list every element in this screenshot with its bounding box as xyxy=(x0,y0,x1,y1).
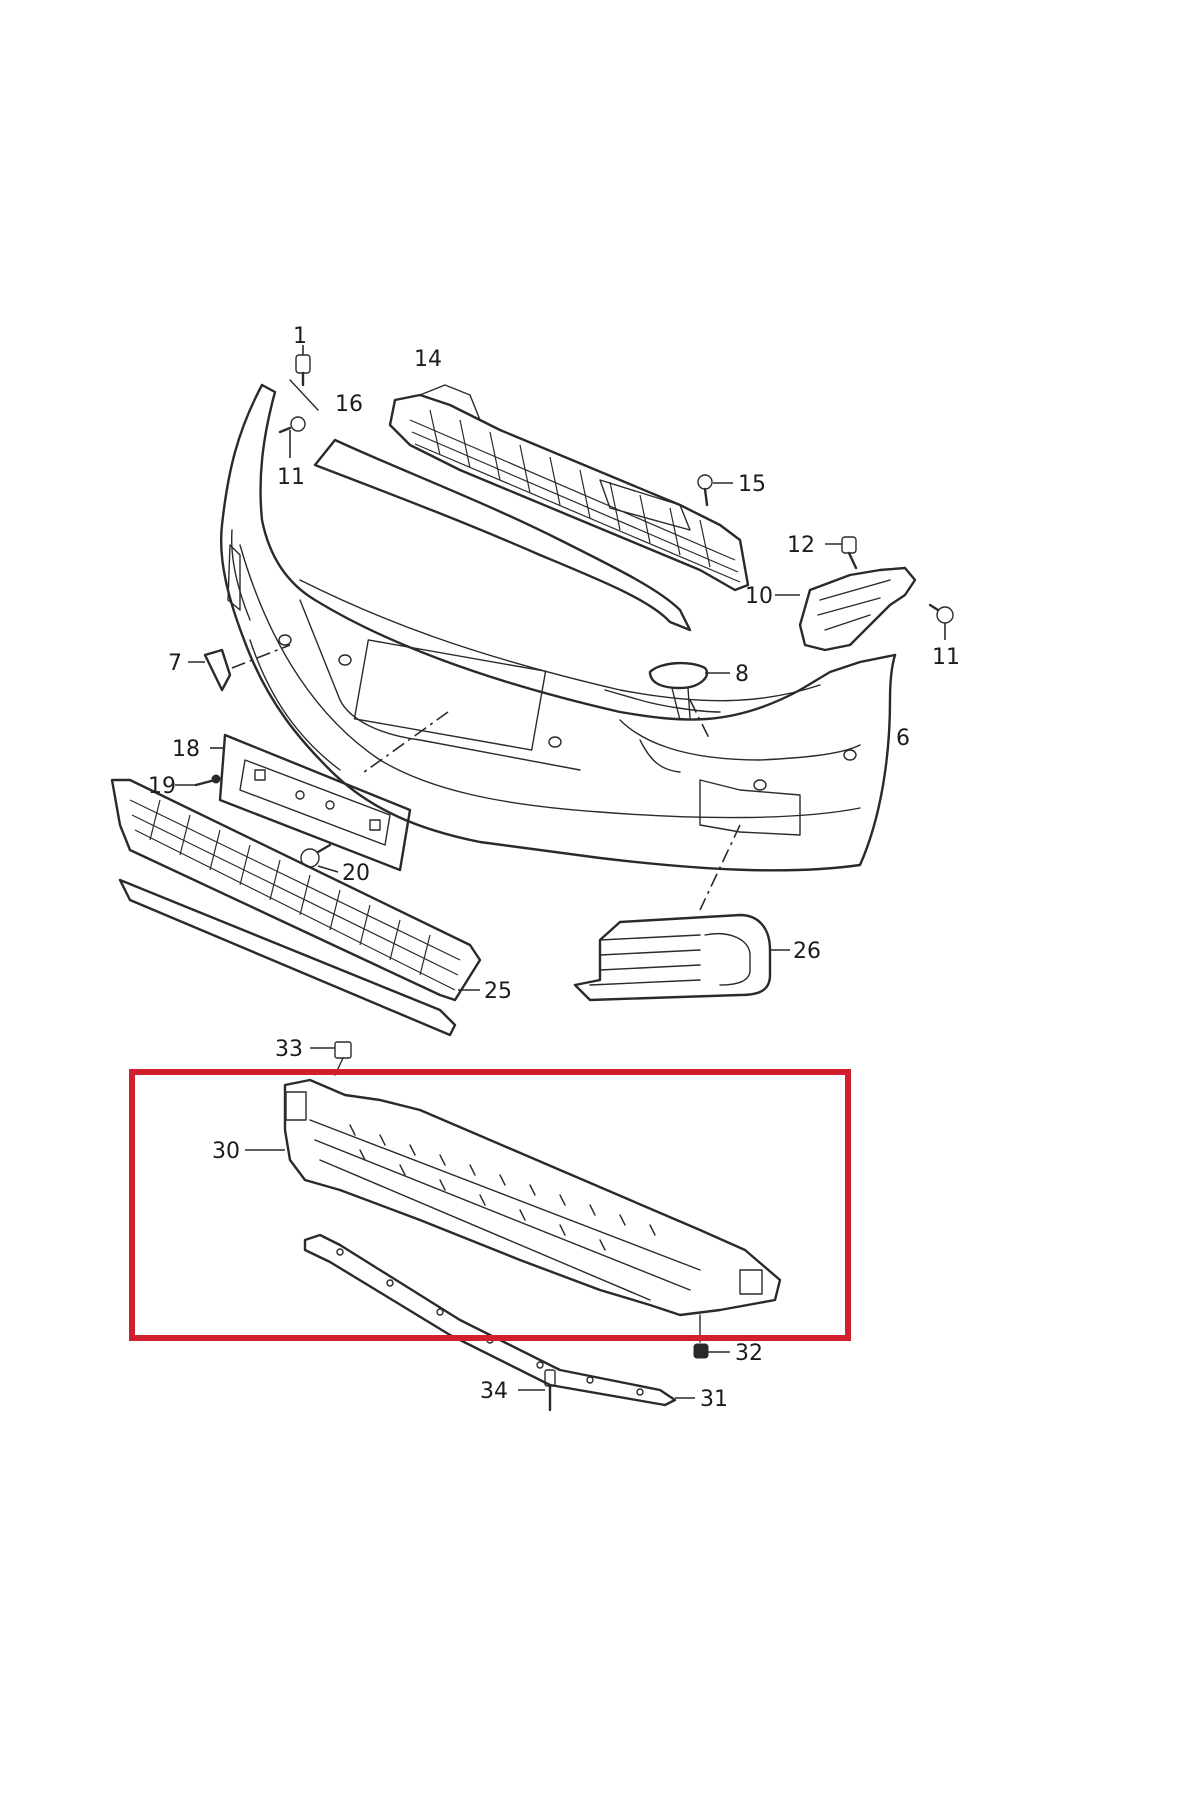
callout-33: 33 xyxy=(275,1037,303,1062)
screw-part-11-left xyxy=(278,416,306,458)
callout-20: 20 xyxy=(342,861,370,886)
bracket-part-10 xyxy=(775,566,917,652)
license-plate-mount-part-18 xyxy=(210,733,412,872)
clip-part-1 xyxy=(289,345,319,411)
callout-34: 34 xyxy=(480,1379,508,1404)
callout-15: 15 xyxy=(738,472,766,497)
callout-32: 32 xyxy=(735,1341,763,1366)
tow-cover-part-8 xyxy=(648,661,730,741)
callout-11-right: 11 xyxy=(932,645,960,670)
fog-trim-part-26 xyxy=(573,913,790,1002)
callout-8: 8 xyxy=(735,662,749,687)
callout-19: 19 xyxy=(148,774,176,799)
screw-part-34 xyxy=(518,1369,556,1412)
screw-part-20 xyxy=(300,843,339,873)
bolt-part-15 xyxy=(697,474,733,507)
lower-strip-part-31 xyxy=(303,1233,695,1407)
callout-6: 6 xyxy=(896,726,910,751)
screw-part-11-right xyxy=(928,603,954,640)
callout-26: 26 xyxy=(793,939,821,964)
callout-11-left: 11 xyxy=(277,465,305,490)
callout-7: 7 xyxy=(168,651,182,676)
callout-25: 25 xyxy=(484,979,512,1004)
callout-10: 10 xyxy=(745,584,773,609)
highlight-box xyxy=(129,1069,851,1341)
callout-14: 14 xyxy=(414,347,442,372)
callout-16: 16 xyxy=(335,392,363,417)
cap-part-7 xyxy=(188,644,291,692)
bumper-cover-part-6 xyxy=(219,383,897,911)
upper-trim-strip-part-16 xyxy=(313,438,692,632)
callout-18: 18 xyxy=(172,737,200,762)
callout-30: 30 xyxy=(212,1139,240,1164)
callout-12: 12 xyxy=(787,533,815,558)
callout-31: 31 xyxy=(700,1387,728,1412)
screw-part-19 xyxy=(175,774,221,787)
clip-part-12 xyxy=(825,536,858,570)
upper-grille-part-14 xyxy=(388,384,750,592)
nut-part-32 xyxy=(693,1314,730,1359)
callout-1: 1 xyxy=(293,324,307,349)
underbody-panel-part-30 xyxy=(245,1078,782,1317)
lower-grille-part-25 xyxy=(110,778,482,1037)
